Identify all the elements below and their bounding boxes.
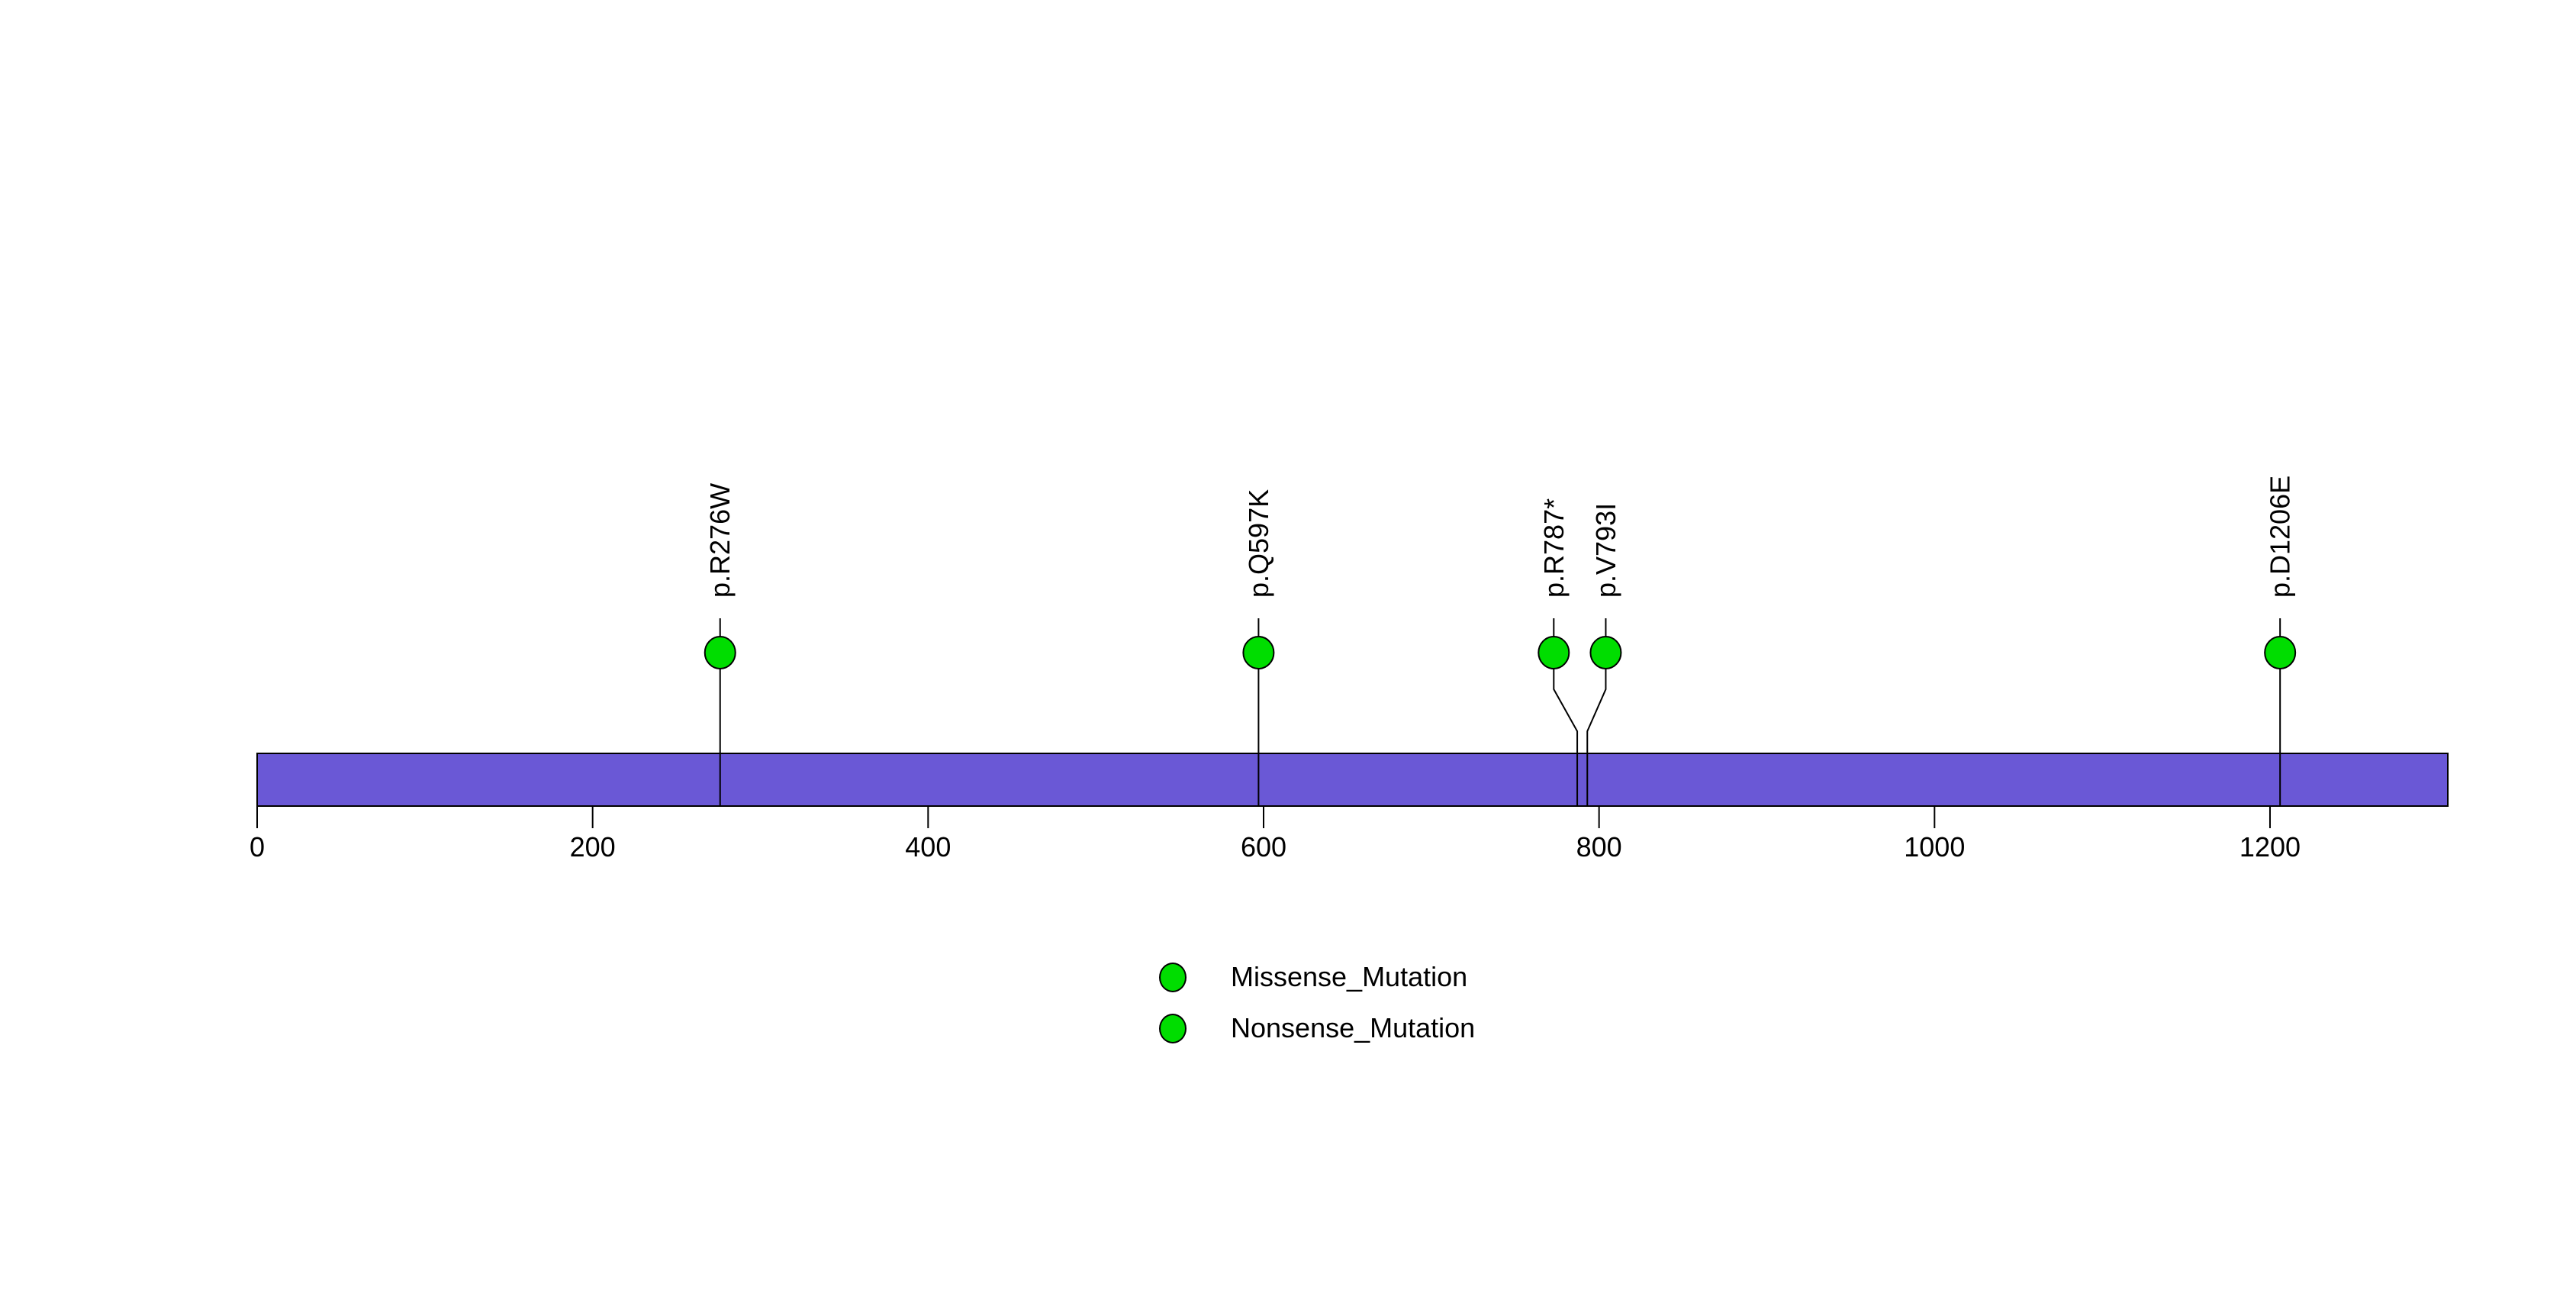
mutation-label: p.V793I bbox=[1590, 503, 1621, 598]
mutation-label: p.R276W bbox=[704, 483, 736, 598]
mutation-marker bbox=[704, 636, 736, 669]
legend-item-nonsense: Nonsense_Mutation bbox=[1159, 1012, 1475, 1044]
axis-tick-label: 0 bbox=[250, 831, 265, 863]
mutation-marker bbox=[1538, 636, 1570, 669]
missense-swatch-icon bbox=[1159, 962, 1187, 992]
nonsense-swatch-icon bbox=[1159, 1013, 1187, 1043]
mutation-marker bbox=[1589, 636, 1622, 669]
axis-tick-label: 200 bbox=[570, 831, 616, 863]
legend-label: Missense_Mutation bbox=[1231, 961, 1468, 992]
axis-tick-label: 600 bbox=[1241, 831, 1286, 863]
mutation-label: p.Q597K bbox=[1243, 489, 1274, 598]
mutation-marker bbox=[2264, 636, 2297, 669]
mutation-marker bbox=[1242, 636, 1275, 669]
mutation-label: p.R787* bbox=[1538, 498, 1570, 598]
protein-bar bbox=[256, 753, 2449, 807]
axis-tick-label: 1200 bbox=[2240, 831, 2301, 863]
axis-tick-label: 400 bbox=[905, 831, 951, 863]
legend-item-missense: Missense_Mutation bbox=[1159, 961, 1467, 993]
marker-layer bbox=[704, 636, 2297, 669]
mutation-label: p.D1206E bbox=[2265, 476, 2296, 598]
axis-layer: 0 200 400 600 800 1000 1200 bbox=[250, 806, 2301, 863]
axis-tick-label: 1000 bbox=[1904, 831, 1965, 863]
legend-label: Nonsense_Mutation bbox=[1231, 1012, 1476, 1043]
axis-tick-label: 800 bbox=[1576, 831, 1622, 863]
mutation-label-layer: p.R276W p.Q597K p.R787* p.V793I p.D1206E bbox=[704, 476, 2295, 598]
protein-bar-layer bbox=[256, 753, 2449, 807]
